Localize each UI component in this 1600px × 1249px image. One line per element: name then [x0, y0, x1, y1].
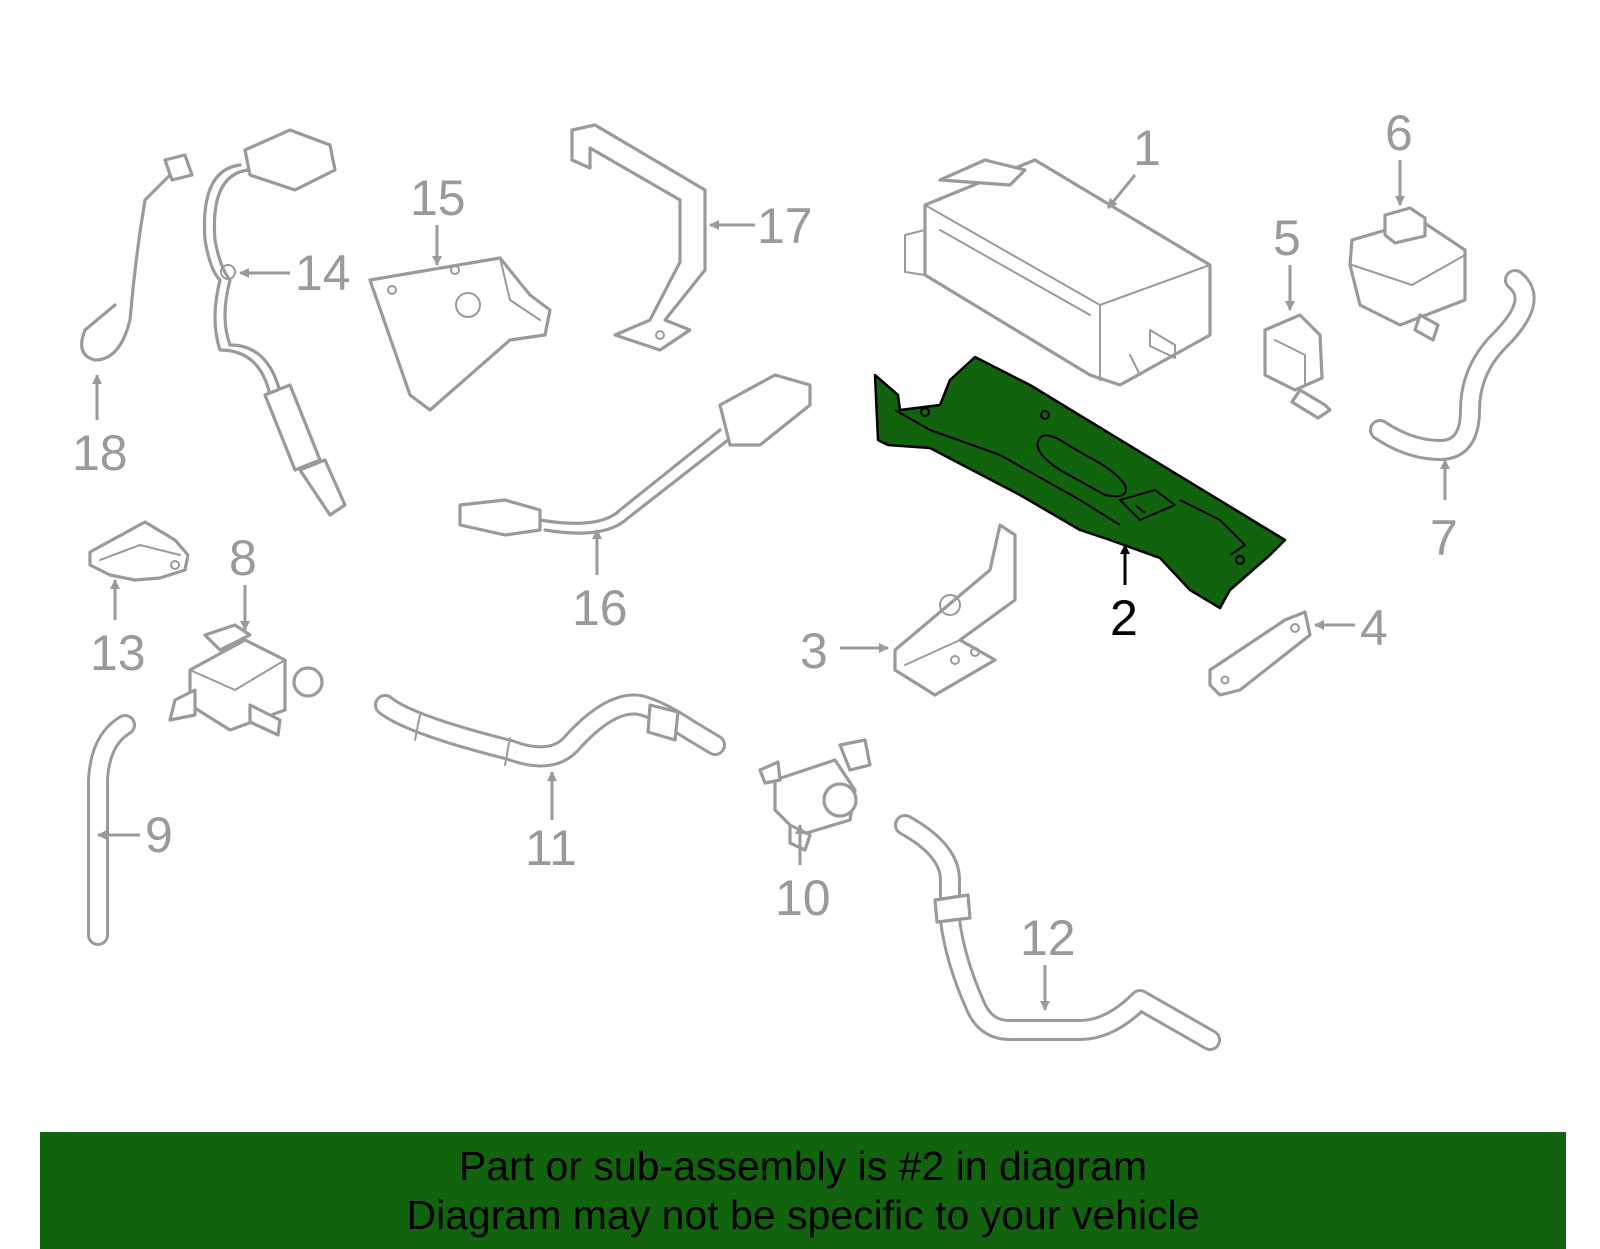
callout-10: 10	[775, 870, 831, 926]
part-7-hose[interactable]	[1369, 269, 1536, 461]
callout-3: 3	[800, 623, 828, 679]
part-10-check-valve[interactable]	[758, 738, 872, 852]
callout-7: 7	[1430, 510, 1458, 566]
part-16-oxygen-sensor[interactable]	[458, 373, 812, 537]
callout-1: 1	[1133, 120, 1161, 176]
banner-line-1: Part or sub-assembly is #2 in diagram	[458, 1142, 1148, 1189]
part-15-heat-shield[interactable]	[368, 256, 552, 412]
callout-12: 12	[1020, 910, 1076, 966]
callout-15: 15	[410, 170, 466, 226]
part-11-hose[interactable]	[374, 693, 726, 768]
callout-2: 2	[1110, 590, 1138, 646]
callout-8: 8	[229, 530, 257, 586]
part-12-hose[interactable]	[894, 814, 1221, 1051]
part-4-bracket[interactable]	[1208, 610, 1312, 697]
callout-17: 17	[757, 198, 813, 254]
callout-16: 16	[572, 580, 628, 636]
part-3-bracket[interactable]	[893, 523, 1017, 697]
part-6-vent-valve[interactable]	[1348, 206, 1467, 342]
part-5-pressure-sensor[interactable]	[1263, 313, 1332, 420]
part-1-canister[interactable]	[904, 158, 1212, 387]
part-8-purge-solenoid[interactable]	[168, 623, 324, 737]
banner-line-2: Diagram may not be specific to your vehi…	[406, 1191, 1200, 1238]
callout-4: 4	[1360, 600, 1388, 656]
callout-13: 13	[90, 625, 146, 681]
info-banner: Part or sub-assembly is #2 in diagram Di…	[40, 1132, 1566, 1249]
part-18-wiring-harness[interactable]	[80, 153, 194, 362]
callout-leaders	[92, 160, 1450, 1011]
callout-11: 11	[525, 820, 577, 876]
callout-18: 18	[72, 425, 128, 481]
callout-9: 9	[145, 807, 173, 863]
part-9-hose[interactable]	[87, 714, 136, 946]
callout-14: 14	[295, 245, 351, 301]
part-17-bracket[interactable]	[570, 123, 707, 352]
parts-diagram: 1 2 3 4 5 6 7 8 9 10 11 12 13 14 15 16 1…	[72, 105, 1536, 1051]
part-14-oxygen-sensor[interactable]	[202, 128, 347, 517]
callout-5: 5	[1273, 210, 1301, 266]
part-2-canister-bracket[interactable]	[873, 355, 1287, 610]
callout-6: 6	[1385, 105, 1413, 161]
callout-numbers: 1 2 3 4 5 6 7 8 9 10 11 12 13 14 15 16 1…	[72, 105, 1458, 966]
part-13-sensor[interactable]	[88, 520, 190, 582]
